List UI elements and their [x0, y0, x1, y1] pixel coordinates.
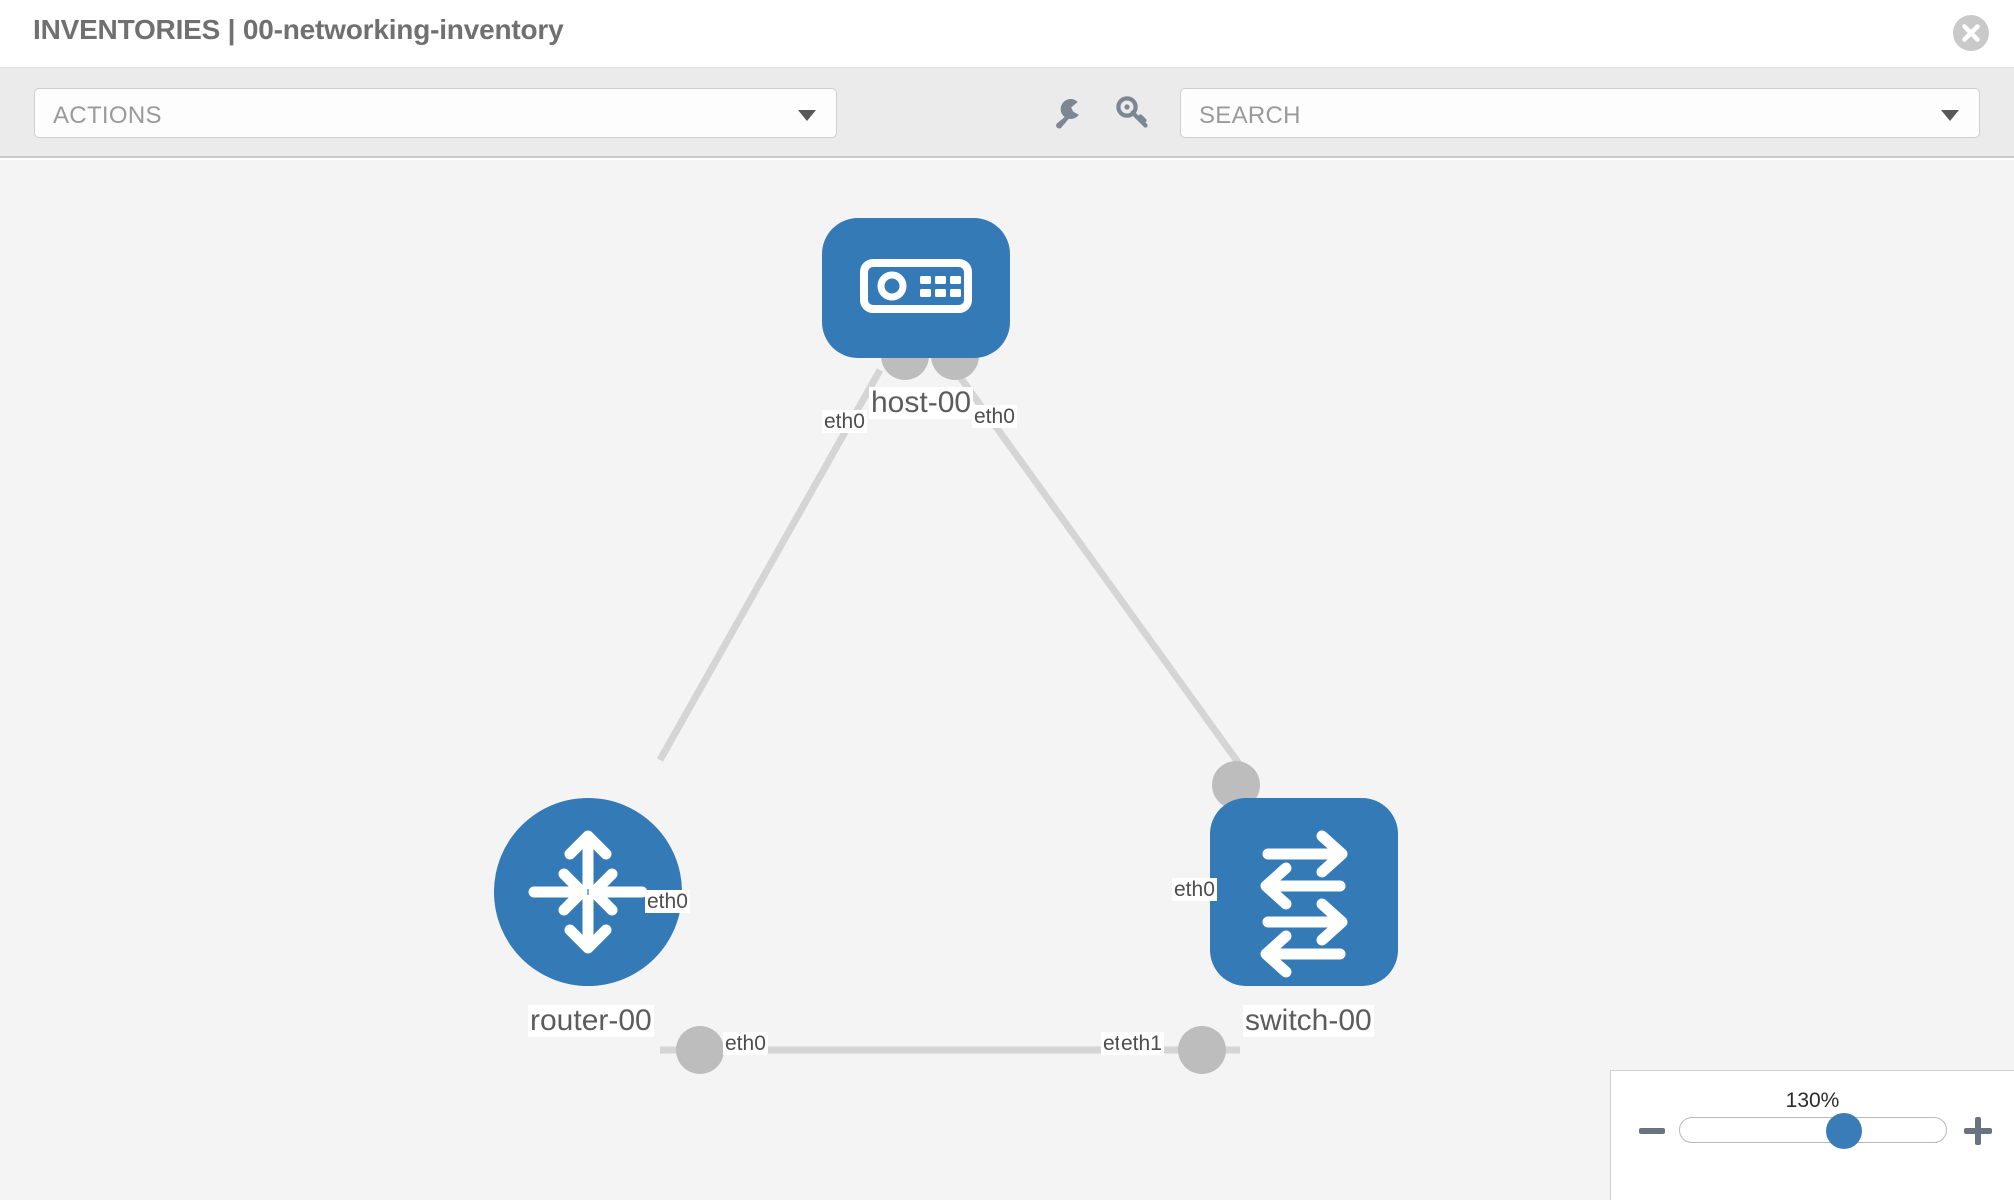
- node-switch-00[interactable]: [1210, 798, 1398, 986]
- port-label: eth0: [972, 405, 1017, 429]
- router-arrows-icon: [528, 830, 648, 954]
- zoom-level-label: 130%: [1785, 1089, 1840, 1112]
- page-title: INVENTORIES | 00-networking-inventory: [33, 14, 564, 45]
- topology-links: [656, 367, 1243, 1054]
- port-label: eth0: [822, 410, 867, 434]
- plus-icon[interactable]: [1964, 1117, 1992, 1145]
- key-icon[interactable]: [1114, 94, 1152, 132]
- link-host-router: [656, 368, 884, 762]
- port-switch-top: [1212, 761, 1260, 809]
- close-circle-icon: [1953, 15, 1989, 51]
- node-label-switch-00: switch-00: [1243, 1004, 1374, 1037]
- chevron-down-icon: [798, 110, 816, 121]
- search-placeholder: SEARCH: [1199, 102, 1301, 129]
- port-label: eth0: [723, 1032, 768, 1056]
- port-label: eth1: [1119, 1032, 1164, 1056]
- port-label: eth0: [645, 890, 690, 914]
- wrench-glyph: [1056, 99, 1079, 129]
- minus-icon[interactable]: [1639, 1128, 1665, 1134]
- key-glyph: [1116, 96, 1148, 128]
- node-label-host-00: host-00: [869, 386, 974, 419]
- server-icon: [860, 259, 972, 313]
- zoom-slider[interactable]: [1679, 1113, 1947, 1149]
- search-input[interactable]: SEARCH: [1180, 88, 1980, 138]
- port-label: eth0: [1172, 878, 1217, 902]
- link-host-switch: [952, 367, 1243, 768]
- node-host-00[interactable]: [822, 218, 1010, 358]
- port-switch-left: [1178, 1026, 1226, 1074]
- topology-canvas[interactable]: eth0 eth0 eth0 eth0 eth0 eth0 eth1 host-…: [0, 160, 2014, 1200]
- switch-arrows-icon: [1260, 830, 1348, 978]
- chevron-down-icon[interactable]: [1941, 110, 1959, 121]
- port-router-right: [676, 1026, 724, 1074]
- actions-dropdown[interactable]: ACTIONS: [34, 88, 837, 138]
- topology-graph: [494, 218, 1398, 1074]
- zoom-control-panel: 130%: [1610, 1070, 2014, 1200]
- page-header: INVENTORIES | 00-networking-inventory: [0, 0, 2014, 68]
- node-router-00[interactable]: [494, 798, 682, 986]
- node-label-router-00: router-00: [528, 1004, 654, 1037]
- toolbar: ACTIONS SEARCH: [0, 68, 2014, 158]
- zoom-slider-thumb[interactable]: [1826, 1113, 1863, 1149]
- close-icon[interactable]: [1952, 14, 1990, 52]
- topology-ports: [676, 332, 1260, 1074]
- actions-dropdown-label: ACTIONS: [53, 102, 162, 129]
- wrench-icon[interactable]: [1048, 94, 1086, 132]
